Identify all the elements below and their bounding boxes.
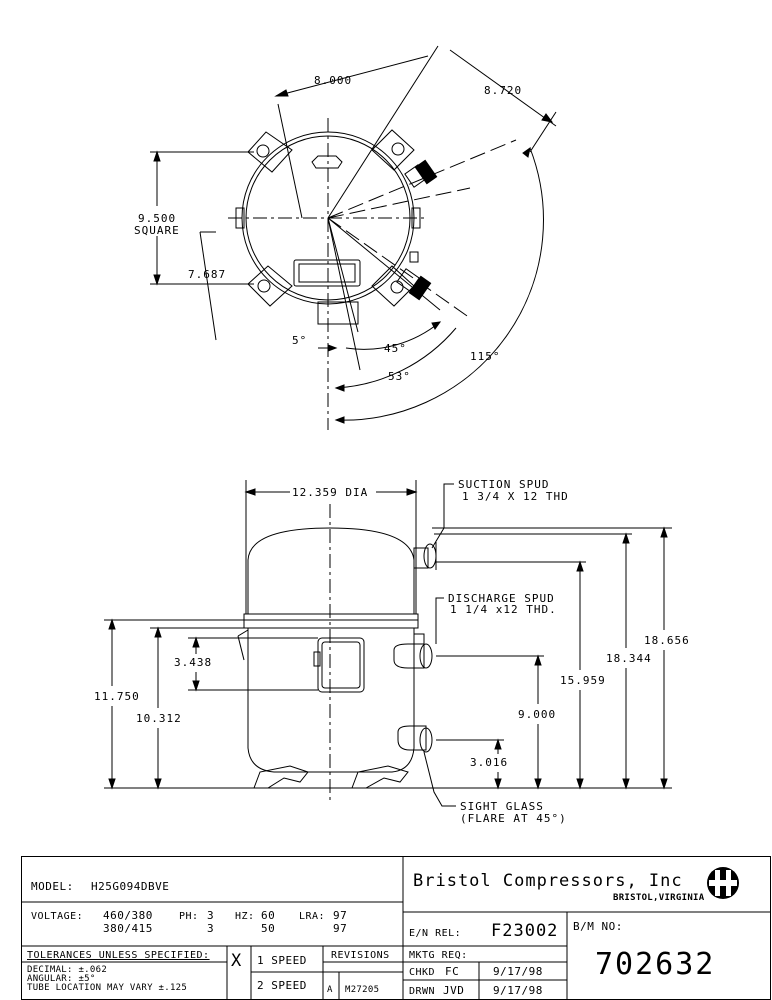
tolerance-decimal: DECIMAL: ±.062 <box>27 965 107 975</box>
suction-spud <box>413 542 437 570</box>
dim-15959: 15.959 <box>560 674 606 687</box>
approvals: CHKD FC 9/17/98 DRWN JVD 9/17/98 <box>409 965 543 997</box>
model-value: H25G094DBVE <box>91 880 169 893</box>
angle-53: 53° <box>388 370 411 383</box>
title-block: MODEL: H25G094DBVE VOLTAGE: 460/380 380/… <box>21 856 771 1000</box>
company-logo <box>707 867 739 899</box>
suction-spud-label: SUCTION SPUD <box>458 478 549 491</box>
compressor-body <box>247 628 415 773</box>
tolerance-tube: TUBE LOCATION MAY VARY ±.125 <box>27 983 187 993</box>
discharge-spud-label: DISCHARGE SPUD <box>448 592 555 605</box>
hz-primary: 60 <box>261 909 275 922</box>
voltage-label: VOLTAGE: <box>31 911 83 922</box>
tolerance-angular: ANGULAR: ±5° <box>27 974 96 984</box>
dim-18344: 18.344 <box>606 652 652 665</box>
revision-letter: A <box>327 985 333 995</box>
dim-10312: 10.312 <box>136 712 182 725</box>
en-rel-value: F23002 <box>491 921 558 941</box>
revision-code: M27205 <box>345 985 379 995</box>
discharge-spud-spec: 1 1/4 x12 THD. <box>450 603 557 616</box>
speed-selection: X 1 SPEED 2 SPEED <box>231 951 307 992</box>
model-row: MODEL: H25G094DBVE <box>31 880 169 893</box>
company-header: Bristol Compressors, Inc BRISTOL,VIRGINI… <box>413 867 739 903</box>
dim-7687: 7.687 <box>188 268 226 281</box>
mount-lug-top-right <box>371 129 415 171</box>
ph-label: PH: <box>179 911 199 922</box>
sight-glass <box>397 725 433 753</box>
company-name: Bristol Compressors, Inc <box>413 871 683 891</box>
compressor-dome <box>247 527 415 614</box>
chkd-label: CHKD <box>409 967 435 978</box>
model-label: MODEL: <box>31 880 74 893</box>
angle-5: 5° <box>292 334 307 347</box>
chkd-name: FC <box>445 965 459 978</box>
top-view-labels: 8.000 8.720 9.500 SQUARE 7.687 5° 45° 53… <box>134 74 522 383</box>
drwn-date: 9/17/98 <box>493 984 543 997</box>
discharge-spud <box>393 633 433 669</box>
suction-fitting-top <box>404 159 438 188</box>
sight-glass-spec: (FLARE AT 45°) <box>460 812 567 825</box>
bm-label: B/M NO: <box>573 920 623 933</box>
speed-selected-mark: X <box>231 951 242 971</box>
dim-9000: 9.000 <box>518 708 556 721</box>
discharge-fitting-top <box>396 251 432 301</box>
electrical-specs: VOLTAGE: 460/380 380/415 PH: 3 3 HZ: 60 … <box>31 909 347 935</box>
dim-8720: 8.720 <box>484 84 522 97</box>
revisions: REVISIONS A M27205 <box>327 950 390 995</box>
tolerances: TOLERANCES UNLESS SPECIFIED: DECIMAL: ±.… <box>27 950 210 993</box>
mount-lug-top-left <box>247 131 293 173</box>
lra-label: LRA: <box>299 911 325 922</box>
suction-spud-spec: 1 3/4 X 12 THD <box>462 490 569 503</box>
dim-12359-dia: 12.359 DIA <box>292 486 368 499</box>
terminal-box <box>317 637 365 693</box>
drwn-label: DRWN <box>409 986 435 997</box>
lra-secondary: 97 <box>333 922 347 935</box>
en-rel-label: E/N REL: <box>409 928 461 939</box>
dim-square-label: SQUARE <box>134 224 180 237</box>
tolerances-heading: TOLERANCES UNLESS SPECIFIED: <box>27 950 210 961</box>
top-view <box>150 45 557 430</box>
reference-numbers: E/N REL: F23002 B/M NO: 702632 MKTG REQ: <box>409 920 715 982</box>
dim-11750: 11.750 <box>94 690 140 703</box>
angle-45: 45° <box>384 342 407 355</box>
hz-secondary: 50 <box>261 922 275 935</box>
dim-8000: 8.000 <box>314 74 352 87</box>
sight-glass-label: SIGHT GLASS <box>460 800 544 813</box>
voltage-secondary: 380/415 <box>103 922 153 935</box>
dim-18656: 18.656 <box>644 634 690 647</box>
speed-2-option: 2 SPEED <box>257 979 307 992</box>
mktg-req-label: MKTG REQ: <box>409 950 468 961</box>
dim-3016: 3.016 <box>470 756 508 769</box>
dim-9500: 9.500 <box>138 212 176 225</box>
voltage-primary: 460/380 <box>103 909 153 922</box>
speed-1-option: 1 SPEED <box>257 954 307 967</box>
dim-3438: 3.438 <box>174 656 212 669</box>
bm-value: 702632 <box>595 947 715 982</box>
angle-115: 115° <box>470 350 501 363</box>
side-view-labels: 12.359 DIA SUCTION SPUD 1 3/4 X 12 THD D… <box>94 478 690 825</box>
drwn-name: JVD <box>443 984 464 997</box>
hz-label: HZ: <box>235 911 255 922</box>
revisions-label: REVISIONS <box>331 950 390 961</box>
chkd-date: 9/17/98 <box>493 965 543 978</box>
side-view <box>104 480 672 807</box>
ph-secondary: 3 <box>207 922 214 935</box>
ph-primary: 3 <box>207 909 214 922</box>
company-location: BRISTOL,VIRGINIA <box>613 893 705 903</box>
lra-primary: 97 <box>333 909 347 922</box>
engineering-drawing: 8.000 8.720 9.500 SQUARE 7.687 5° 45° 53… <box>94 45 690 825</box>
